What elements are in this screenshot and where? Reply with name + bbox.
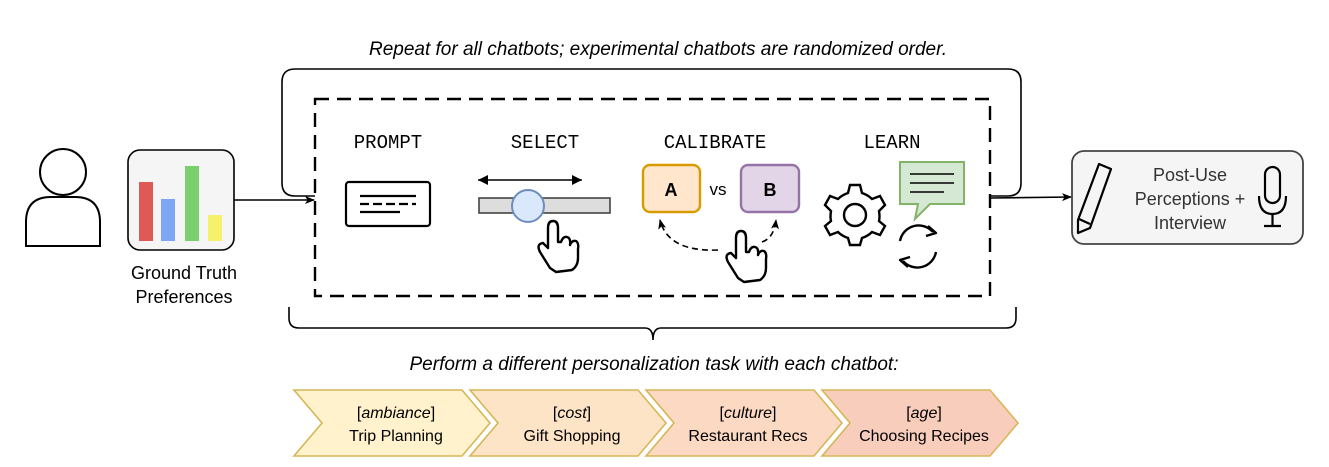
learn-chat-bubble-icon	[899, 161, 965, 223]
task-title: Choosing Recipes	[859, 428, 989, 445]
task-chevron-shape	[644, 389, 844, 457]
task-tag: [cost]	[553, 405, 591, 422]
task-chevron-shape	[468, 389, 668, 457]
option-a-label: A	[665, 180, 678, 200]
prompt-textbox-icon	[344, 180, 432, 228]
task-chevron-2: [culture] Restaurant Recs	[644, 389, 844, 457]
versus-label: vs	[710, 180, 727, 199]
stage-label-prompt: PROMPT	[354, 132, 422, 154]
pencil-icon	[1076, 162, 1113, 235]
post-use-line3: Interview	[1154, 213, 1227, 233]
task-title: Gift Shopping	[524, 428, 621, 445]
calibrate-choice-arrow-left	[658, 219, 719, 251]
task-tag: [ambiance]	[357, 405, 435, 422]
task-chevron-shape	[820, 389, 1020, 457]
calibrate-option-b: B	[739, 163, 801, 214]
task-tag: [culture]	[720, 405, 777, 422]
arrow-to-post-use	[989, 193, 1072, 202]
learn-gear-icon	[823, 183, 887, 247]
tasks-brace	[288, 307, 1017, 341]
task-chevron-0: [ambiance] Trip Planning	[292, 389, 492, 457]
preferences-label-line2: Preferences	[135, 287, 232, 307]
stage-label-learn: LEARN	[863, 132, 920, 154]
stage-label-select: SELECT	[511, 132, 579, 154]
learn-refresh-icon	[898, 224, 938, 269]
preferences-label-line1: Ground Truth	[131, 263, 237, 283]
repeat-note: Repeat for all chatbots; experimental ch…	[369, 39, 947, 60]
participant-icon	[25, 148, 101, 247]
task-chevron-shape	[292, 389, 492, 457]
preferences-chart-icon	[127, 149, 235, 251]
option-b-label: B	[764, 180, 777, 200]
task-title: Restaurant Recs	[688, 428, 807, 445]
microphone-icon	[1257, 165, 1288, 228]
calibrate-pointer-hand-icon	[725, 229, 768, 284]
post-use-line2: Perceptions +	[1135, 189, 1246, 209]
calibrate-choice-arrow-right	[761, 219, 779, 243]
select-pointer-hand-icon	[537, 219, 580, 274]
repeat-loop-bracket	[281, 68, 1022, 197]
calibrate-option-a: A	[641, 163, 702, 214]
task-chevron-1: [cost] Gift Shopping	[468, 389, 668, 457]
task-title: Trip Planning	[349, 428, 443, 445]
task-chevron-3: [age] Choosing Recipes	[820, 389, 1020, 457]
stage-label-calibrate: CALIBRATE	[664, 132, 767, 154]
post-use-box: Post-Use Perceptions + Interview	[1071, 150, 1304, 245]
select-slider-icon	[478, 175, 611, 223]
tasks-note: Perform a different personalization task…	[410, 354, 899, 375]
task-row: [ambiance] Trip Planning [cost] Gift Shoppi…	[292, 389, 1020, 457]
post-use-line1: Post-Use	[1153, 165, 1227, 185]
task-tag: [age]	[906, 405, 942, 422]
